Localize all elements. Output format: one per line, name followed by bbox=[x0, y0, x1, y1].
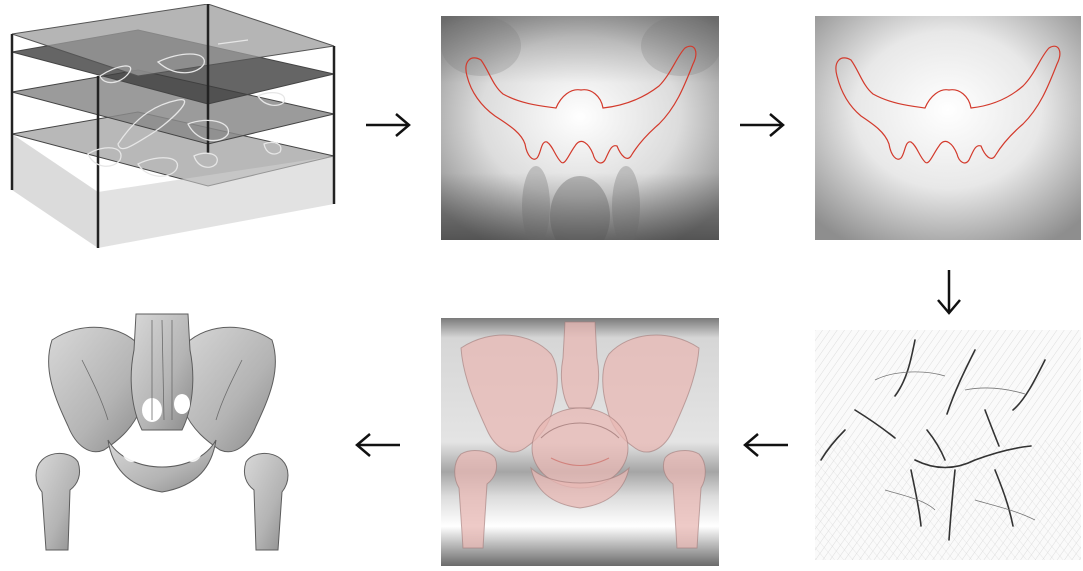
arrow-left-1 bbox=[742, 430, 790, 464]
hatched-line-field-icon bbox=[815, 330, 1081, 560]
arrow-right-2 bbox=[738, 110, 786, 144]
surface-mesh-panel bbox=[12, 300, 312, 562]
distance-field-raw-panel bbox=[441, 16, 719, 240]
bone-surface-icon bbox=[12, 300, 312, 562]
distance-field-smooth-panel bbox=[815, 16, 1081, 240]
distance-field-raw-icon bbox=[441, 16, 719, 240]
arrow-right-icon bbox=[738, 110, 786, 140]
line-field-panel bbox=[815, 330, 1081, 560]
contour-stack-panel bbox=[8, 4, 338, 254]
stacked-slices-icon bbox=[8, 4, 338, 254]
arrow-right-icon bbox=[364, 110, 412, 140]
arrow-left-icon bbox=[742, 430, 790, 460]
arrow-down-icon bbox=[934, 268, 964, 316]
arrow-down bbox=[934, 268, 964, 320]
arrow-right-1 bbox=[364, 110, 412, 144]
arrow-left-icon bbox=[354, 430, 402, 460]
translucent-volume-icon bbox=[441, 318, 719, 566]
volume-render-panel bbox=[441, 318, 719, 566]
distance-field-smooth-icon bbox=[815, 16, 1081, 240]
arrow-left-2 bbox=[354, 430, 402, 464]
